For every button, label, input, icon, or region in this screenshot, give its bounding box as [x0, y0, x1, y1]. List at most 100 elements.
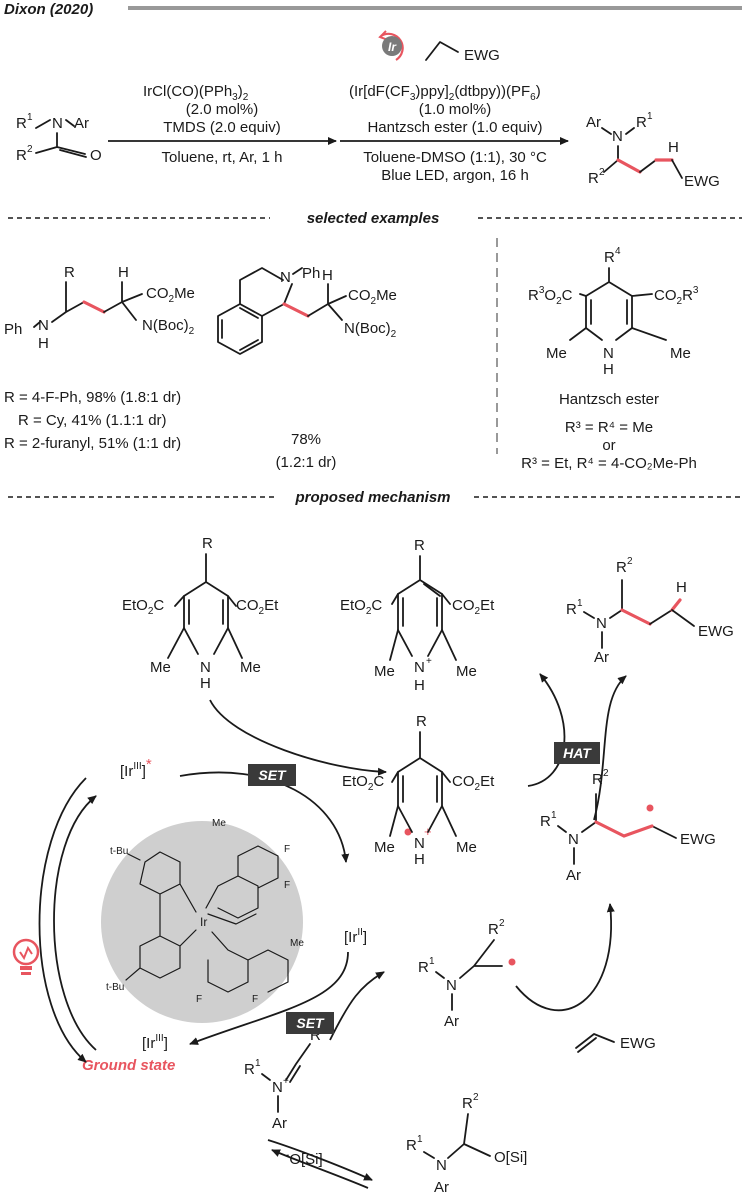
svg-text:EWG: EWG — [684, 173, 720, 190]
svg-text:R: R — [418, 959, 429, 976]
svg-text:H: H — [414, 677, 425, 694]
svg-text:Ar: Ar — [586, 114, 601, 131]
svg-text:2: 2 — [603, 768, 609, 779]
svg-text:H: H — [668, 139, 679, 156]
svg-text:N(Boc)2: N(Boc)2 — [142, 317, 195, 337]
svg-text:F: F — [284, 844, 290, 855]
svg-text:R: R — [64, 264, 75, 281]
svg-text:N: N — [272, 1079, 283, 1096]
mech-hantzsch-ester: R EtO2C CO2Et Me Me N H — [122, 535, 279, 692]
svg-text:1: 1 — [27, 112, 33, 123]
svg-text:CO2Me: CO2Me — [146, 285, 195, 305]
svg-text:2: 2 — [499, 918, 505, 929]
svg-text:CO2Me: CO2Me — [348, 287, 397, 307]
svg-text:+: + — [426, 656, 432, 667]
svg-text:EWG: EWG — [620, 1035, 656, 1052]
svg-text:TMDS (2.0 equiv): TMDS (2.0 equiv) — [163, 119, 281, 136]
ir-photocatalyst-complex: Ir t-Bu t-Bu Me Me F F F F — [101, 818, 304, 1023]
svg-text:N: N — [446, 977, 457, 994]
svg-text:t-Bu: t-Bu — [106, 982, 124, 993]
svg-text:Ar: Ar — [594, 649, 609, 666]
svg-text:R: R — [540, 813, 551, 830]
svg-text:N: N — [596, 615, 607, 632]
svg-text:2: 2 — [27, 144, 33, 155]
svg-text:R³ = Et, R⁴ = 4-CO₂Me-Ph: R³ = Et, R⁴ = 4-CO₂Me-Ph — [521, 455, 697, 472]
svg-text:R: R — [604, 249, 615, 266]
svg-text:F: F — [196, 994, 202, 1005]
svg-text:R: R — [414, 537, 425, 554]
ir-ii-label: [IrII] — [344, 927, 367, 946]
svg-text:R3O2C: R3O2C — [528, 285, 573, 307]
svg-text:Ar: Ar — [444, 1013, 459, 1030]
svg-text:R³ = R⁴ = Me: R³ = R⁴ = Me — [565, 419, 653, 436]
svg-text:t-Bu: t-Bu — [110, 846, 128, 857]
svg-text:SET: SET — [258, 767, 287, 783]
svg-text:F: F — [284, 880, 290, 891]
svg-text:Ph: Ph — [4, 321, 22, 338]
lightbulb-icon — [12, 938, 40, 975]
svg-text:EtO2C: EtO2C — [122, 597, 164, 617]
svg-text:Ir: Ir — [200, 915, 207, 929]
svg-text:H: H — [322, 267, 333, 284]
svg-text:CO2Et: CO2Et — [236, 597, 279, 617]
svg-text:SET: SET — [296, 1015, 325, 1031]
svg-text:N: N — [52, 115, 63, 132]
svg-text:EWG: EWG — [698, 623, 734, 640]
svg-text:Me: Me — [374, 839, 395, 856]
svg-text:IrCl(CO)(PPh3)2: IrCl(CO)(PPh3)2 — [143, 83, 249, 103]
svg-text:1: 1 — [417, 1134, 423, 1145]
svg-text:R: R — [310, 1027, 321, 1044]
svg-text:Hantzsch ester (1.0 equiv): Hantzsch ester (1.0 equiv) — [367, 119, 542, 136]
svg-text:(2.0 mol%): (2.0 mol%) — [186, 101, 259, 118]
svg-text:Ar: Ar — [272, 1115, 287, 1132]
svg-text:1: 1 — [647, 111, 653, 122]
svg-text:R: R — [488, 921, 499, 938]
svg-text:Blue LED, argon, 16 h: Blue LED, argon, 16 h — [381, 167, 529, 184]
svg-text:R = Cy, 41% (1.1:1 dr): R = Cy, 41% (1.1:1 dr) — [18, 412, 167, 429]
svg-text:Me: Me — [456, 839, 477, 856]
svg-text:EWG: EWG — [680, 831, 716, 848]
svg-text:R: R — [244, 1061, 255, 1078]
ir-iii-label: [IrIII] — [142, 1033, 168, 1052]
svg-text:or: or — [602, 437, 615, 454]
svg-text:Toluene, rt, Ar, 1 h: Toluene, rt, Ar, 1 h — [162, 149, 283, 166]
proposed-mechanism-header: proposed mechanism — [294, 489, 450, 506]
svg-text:Ir: Ir — [388, 40, 397, 54]
svg-text:Me: Me — [546, 345, 567, 362]
step2-conditions: Ir EWG (Ir[dF(CF3)ppy]2(dtbpy))(PF6) (1.… — [340, 30, 569, 184]
svg-text:Me: Me — [240, 659, 261, 676]
svg-text:Ph: Ph — [302, 265, 320, 282]
svg-text:Ar: Ar — [434, 1179, 449, 1194]
svg-text:2: 2 — [599, 167, 605, 178]
svg-text:N: N — [38, 317, 49, 334]
svg-text:R = 2-furanyl, 51% (1:1 dr): R = 2-furanyl, 51% (1:1 dr) — [4, 435, 181, 452]
svg-text:N: N — [612, 128, 623, 145]
mech-radical-cation: R EtO2C CO2Et Me Me N H + — [342, 713, 495, 868]
svg-text:EtO2C: EtO2C — [340, 597, 382, 617]
mech-iminium: R1 N + Ar R2 — [244, 1024, 327, 1132]
svg-text:R: R — [588, 170, 599, 187]
svg-text:R: R — [592, 771, 603, 788]
svg-text:Hantzsch ester: Hantzsch ester — [559, 391, 659, 408]
svg-text:4: 4 — [615, 246, 621, 257]
set-badge-bottom: SET — [286, 1012, 334, 1034]
svg-text:Me: Me — [670, 345, 691, 362]
mech-pyridinium: R EtO2C CO2Et Me Me N + H — [340, 537, 495, 694]
svg-text:EWG: EWG — [464, 47, 500, 64]
svg-text:R: R — [16, 115, 27, 132]
svg-text:F: F — [252, 994, 258, 1005]
svg-text:H: H — [200, 675, 211, 692]
svg-text:2: 2 — [473, 1092, 479, 1103]
ground-state-label: Ground state — [82, 1057, 175, 1074]
svg-text:R = 4-F-Ph, 98% (1.8:1 dr): R = 4-F-Ph, 98% (1.8:1 dr) — [4, 389, 181, 406]
svg-text:Me: Me — [456, 663, 477, 680]
svg-text:EtO2C: EtO2C — [342, 773, 384, 793]
svg-text:Ar: Ar — [566, 867, 581, 884]
svg-text:1: 1 — [255, 1058, 261, 1069]
